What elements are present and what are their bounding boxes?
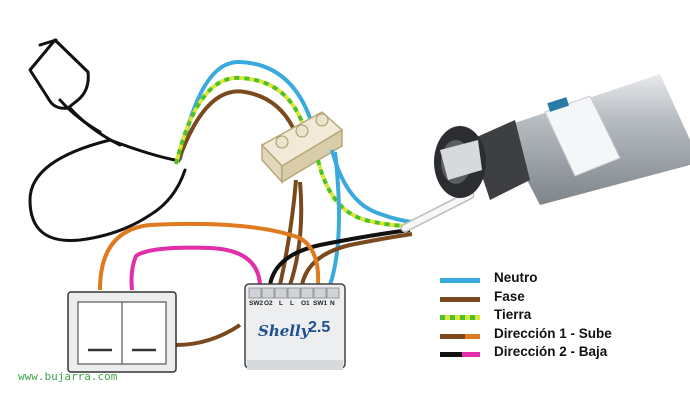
wire-switch-common — [175, 323, 242, 347]
wire-sw-pink — [129, 245, 262, 291]
terminal-o1: O1 — [301, 300, 310, 307]
legend-label-direccion-1: Dirección 1 - Sube — [494, 325, 612, 341]
legend-swatch-direccion-2 — [440, 352, 480, 357]
wire-dir1-shelly — [300, 232, 413, 286]
terminal-block-icon — [260, 111, 344, 184]
legend-label-neutro: Neutro — [494, 270, 538, 285]
wire-tierra-plug-dash — [174, 75, 304, 165]
legend-swatch-fase — [440, 296, 480, 302]
legend-swatch-neutro — [440, 278, 480, 283]
legend-label-fase: Fase — [494, 288, 525, 304]
watermark: www.bujarra.com — [18, 370, 118, 383]
legend-swatch-tierra — [440, 315, 480, 320]
shelly-model-label: 2.5 — [308, 319, 331, 336]
wire-tierra-motor-dash — [316, 159, 411, 228]
terminal-n: N — [330, 300, 335, 307]
shelly-brand-logo: Shelly — [258, 322, 310, 340]
terminal-o2: O2 — [264, 300, 273, 307]
shelly-module — [244, 283, 346, 370]
legend-swatch-direccion-1 — [440, 333, 480, 339]
wire-fase-plug — [176, 89, 297, 163]
wire-dir2-shelly — [268, 228, 411, 286]
terminal-l1: L — [279, 300, 283, 307]
terminal-sw2: SW2 — [249, 300, 264, 307]
tubular-motor-icon — [434, 74, 690, 205]
wire-fase-shelly-1 — [278, 179, 298, 286]
legend-label-tierra: Tierra — [494, 307, 532, 322]
legend-label-direccion-2: Dirección 2 - Baja — [494, 344, 608, 359]
terminal-sw1: SW1 — [313, 300, 328, 307]
wire-sw-orange — [98, 221, 321, 291]
wire-tierra-motor-base — [316, 159, 411, 228]
wire-neutro-motor — [330, 149, 413, 224]
terminal-l2: L — [290, 300, 294, 307]
wire-neutro-shelly — [328, 151, 341, 286]
plug-icon — [28, 38, 187, 242]
double-switch-icon — [67, 291, 177, 373]
